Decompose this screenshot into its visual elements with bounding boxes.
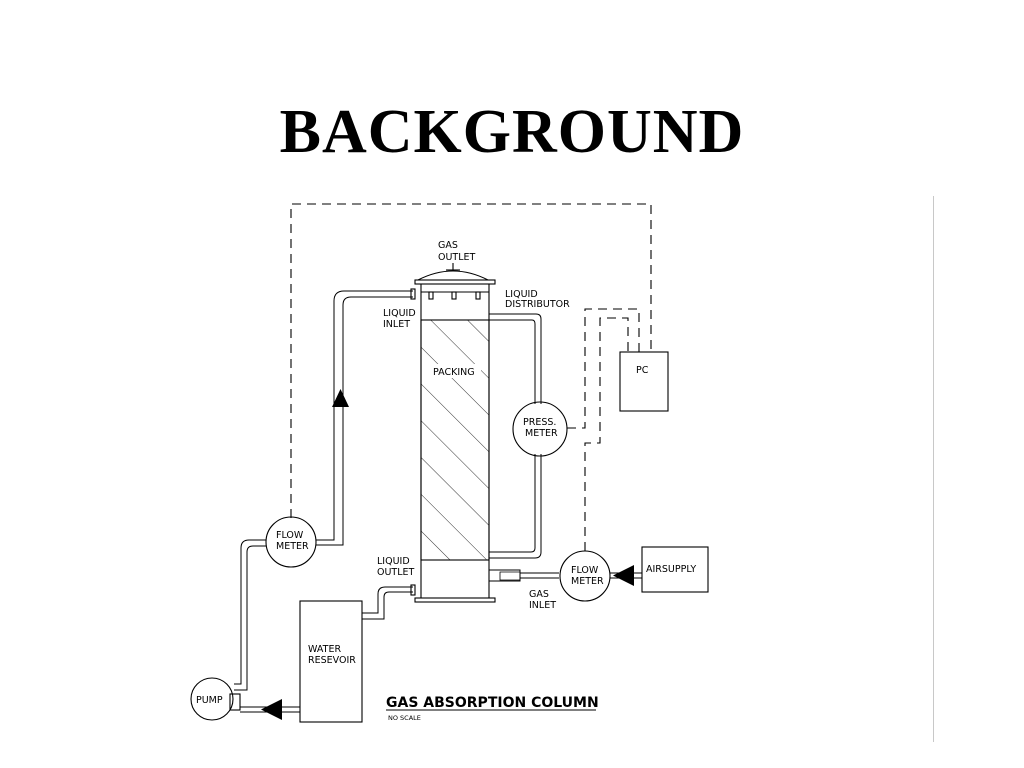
press-tap-bottom [489,454,542,559]
absorption-column [414,263,496,603]
press-tap-top [489,313,542,404]
slide-title: BACKGROUND [279,98,745,166]
svg-text:DISTRIBUTOR: DISTRIBUTOR [505,299,570,310]
svg-text:INLET: INLET [529,600,556,611]
flow-meter-left-label: FLOW [276,530,304,541]
water-reservoir [299,600,363,723]
signal-line-press-to-pc [567,308,640,429]
liquid-outlet-pipe [362,586,413,614]
gas-outlet-label: GAS [438,240,458,251]
svg-text:RESEVOIR: RESEVOIR [308,655,356,666]
liquid-outlet-label: LIQUID [377,556,410,567]
flow-direction-arrow-up [332,389,349,407]
liquid-distributor-label: LIQUID [505,289,538,300]
pump [190,677,234,721]
distributor-nozzle [428,291,434,300]
slide-divider [933,196,934,742]
pressure-meter [512,401,568,457]
air-supply-box [641,546,709,593]
distributor-nozzle [475,291,481,300]
signal-line-flowmeter-to-pc [290,203,652,518]
column-top-cap [417,270,489,281]
svg-text:OUTLET: OUTLET [377,567,415,578]
press-meter-label: PRESS. [523,417,556,428]
svg-text:METER: METER [276,541,309,552]
svg-text:INLET: INLET [383,319,410,330]
liquid-inlet-label: LIQUID [383,308,416,319]
flow-meter-right [559,550,611,602]
pump-discharge-pipe [234,539,266,685]
svg-text:OUTLET: OUTLET [438,252,476,263]
packing-label-bg [427,364,481,378]
flow-meter-right-label: FLOW [571,565,599,576]
packing-label: PACKING [433,367,475,378]
pc-label: PC [636,365,649,376]
diagram-subtitle: NO SCALE [388,714,421,722]
svg-text:METER: METER [571,576,604,587]
flow-direction-arrow-left [613,565,634,586]
svg-text:METER: METER [525,428,558,439]
signal-line-flow-to-pc [584,317,629,551]
flow-direction-arrow-left [261,699,282,720]
column-bottom-flange [414,597,496,603]
gas-inlet-label: GAS [529,589,549,600]
water-reservoir-label: WATER [308,644,341,655]
flow-meter-left [265,516,317,568]
air-supply-label: AIRSUPPLY [646,564,696,575]
liquid-inlet-pipe [316,290,413,541]
column-top-flange [414,279,496,285]
packing-bed [420,319,490,561]
pc-box [619,351,669,412]
distributor-nozzle [451,291,457,300]
pump-label: PUMP [196,695,223,706]
diagram-title: GAS ABSORPTION COLUMN [386,695,599,711]
